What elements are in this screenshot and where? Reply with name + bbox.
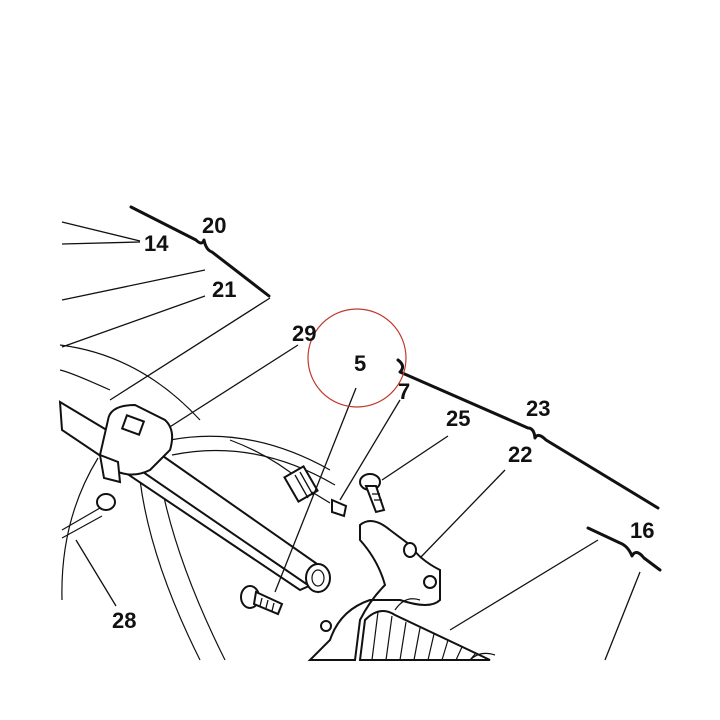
highlight-circle [307, 308, 407, 408]
lever-bracket [307, 520, 441, 661]
brace-20 [129, 205, 271, 298]
callout-7: 7 [398, 379, 410, 404]
callout-5: 5 [354, 351, 366, 376]
callout-14: 14 [144, 231, 169, 256]
callout-22: 22 [508, 442, 532, 467]
screw-7 [240, 585, 284, 616]
brace-16 [586, 526, 662, 572]
callout-25: 25 [446, 406, 470, 431]
leader-lines-right [75, 387, 641, 661]
switch-housing [98, 403, 174, 484]
brace-23 [396, 358, 660, 510]
callout-20: 20 [202, 213, 226, 238]
callout-29: 29 [292, 321, 316, 346]
callout-21: 21 [212, 277, 236, 302]
fitting-28 [61, 493, 116, 539]
callout-28: 28 [112, 608, 136, 633]
callout-23: 23 [526, 396, 550, 421]
callout-16: 16 [630, 518, 654, 543]
cable-fitting [229, 439, 348, 518]
leader-lines-top-left [61, 221, 299, 431]
bolt-25 [359, 473, 386, 514]
grip-rubber [358, 610, 496, 661]
